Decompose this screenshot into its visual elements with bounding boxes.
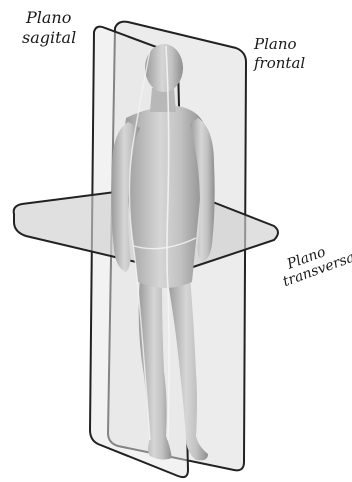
frontal-plane-label-line1: Plano bbox=[254, 35, 297, 53]
sagittal-plane-label: Plano sagital bbox=[26, 10, 76, 46]
frontal-plane-label: Plano frontal bbox=[254, 37, 305, 71]
head bbox=[145, 44, 183, 92]
sagittal-plane-label-line2: sagital bbox=[22, 30, 76, 46]
frontal-plane-label-line2: frontal bbox=[254, 56, 305, 71]
sagittal-plane-label-line1: Plano bbox=[26, 8, 71, 27]
